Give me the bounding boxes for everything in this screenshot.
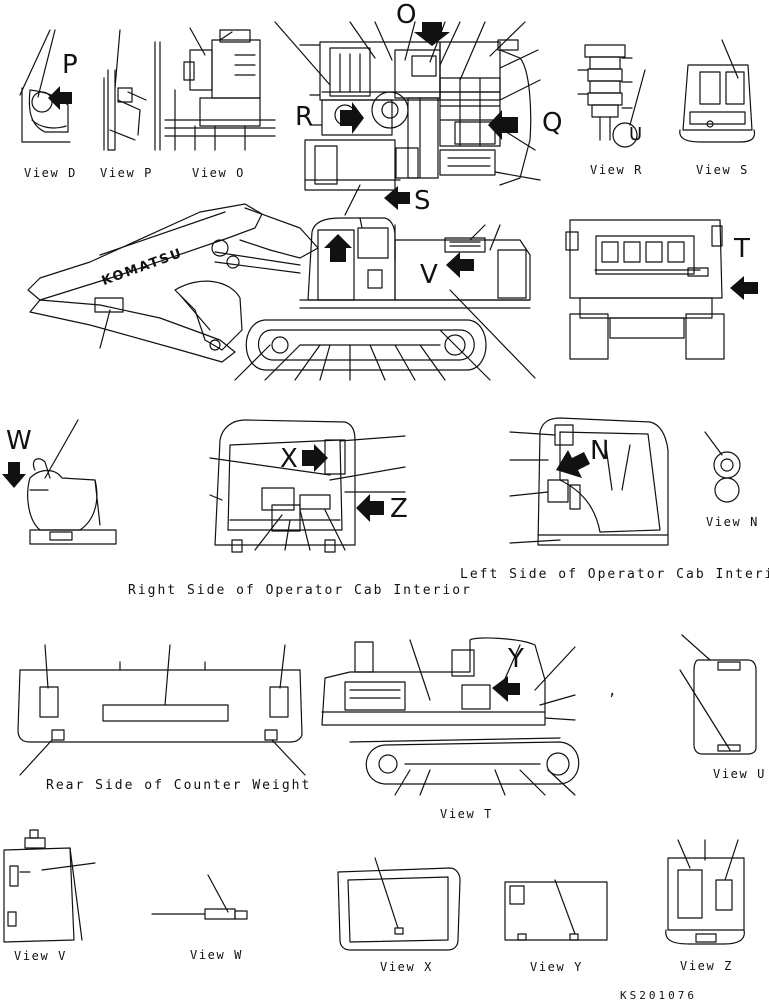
boom-logo: KOMATSU xyxy=(100,246,185,289)
view-t-label: View T xyxy=(440,807,493,821)
caption-counterweight: Rear Side of Counter Weight xyxy=(46,778,312,793)
letter-n: N xyxy=(590,436,610,466)
view-o-drawing xyxy=(155,28,275,150)
drawing-code: KS201076 xyxy=(620,989,697,1002)
view-w-label: View W xyxy=(190,948,243,962)
view-w-drawing xyxy=(152,875,247,919)
cab-right-drawing xyxy=(210,420,405,552)
view-n-drawing xyxy=(705,432,740,502)
view-s-drawing xyxy=(680,40,755,142)
cab-left-arrow-icon xyxy=(556,450,590,478)
top-view-arrow-left-q-icon xyxy=(488,110,518,140)
cab-right-arrow-z-icon xyxy=(356,494,384,522)
letter-z: Z xyxy=(390,494,408,524)
letter-w: W xyxy=(6,426,32,456)
letter-y: Y xyxy=(508,644,524,674)
view-x-drawing xyxy=(338,858,460,950)
view-o-label: View O xyxy=(192,166,245,180)
view-y-label: View Y xyxy=(530,960,583,974)
top-view-arrow-left-s-icon xyxy=(384,186,410,210)
counterweight-drawing xyxy=(18,645,305,775)
letter-u: U xyxy=(629,124,643,145)
view-p-label: View P xyxy=(100,166,153,180)
stray-mark: , xyxy=(608,683,619,699)
view-d-label: View D xyxy=(24,166,77,180)
view-p-drawing xyxy=(104,30,146,150)
view-y-drawing xyxy=(505,880,607,940)
view-r-drawing xyxy=(578,45,645,147)
letter-s: S xyxy=(414,186,431,216)
seat-drawing xyxy=(28,420,116,544)
letter-t: T xyxy=(734,234,750,264)
excavator-side-view xyxy=(28,204,535,380)
view-v-drawing xyxy=(4,830,95,942)
letter-x: X xyxy=(280,444,298,474)
view-d-drawing xyxy=(20,30,70,142)
view-v-label: View V xyxy=(14,949,67,963)
view-t-machine xyxy=(322,638,579,795)
top-view-arrow-right-icon xyxy=(340,102,364,134)
view-d-arrow-icon xyxy=(48,86,72,110)
view-r-label: View R xyxy=(590,163,643,177)
rear-view-machine xyxy=(566,220,724,359)
engine-arrow-left-icon xyxy=(446,252,474,278)
seat-arrow-down-icon xyxy=(2,462,26,488)
view-z-drawing xyxy=(666,840,745,944)
letter-o: O xyxy=(396,0,417,30)
caption-cab-left: Left Side of Operator Cab Interior xyxy=(460,567,769,582)
view-s-label: View S xyxy=(696,163,749,177)
top-view-arrow-down-icon xyxy=(414,22,450,46)
view-z-label: View Z xyxy=(680,959,733,973)
view-x-label: View X xyxy=(380,960,433,974)
rear-view-arrow-left-icon xyxy=(730,276,758,300)
caption-cab-right: Right Side of Operator Cab Interior xyxy=(128,583,472,598)
view-u-drawing xyxy=(680,635,756,754)
view-n-label: View N xyxy=(706,515,759,529)
cab-left-drawing xyxy=(510,418,668,545)
cab-right-arrow-x-icon xyxy=(302,444,328,472)
cab-arrow-up-icon xyxy=(324,234,352,262)
machine-top-view xyxy=(275,22,540,215)
letter-r: R xyxy=(295,102,314,132)
view-t-arrow-icon xyxy=(492,676,520,702)
view-u-label: View U xyxy=(713,767,766,781)
letter-p: P xyxy=(62,50,78,80)
letter-v: V xyxy=(420,260,438,290)
letter-q: Q xyxy=(542,108,563,138)
